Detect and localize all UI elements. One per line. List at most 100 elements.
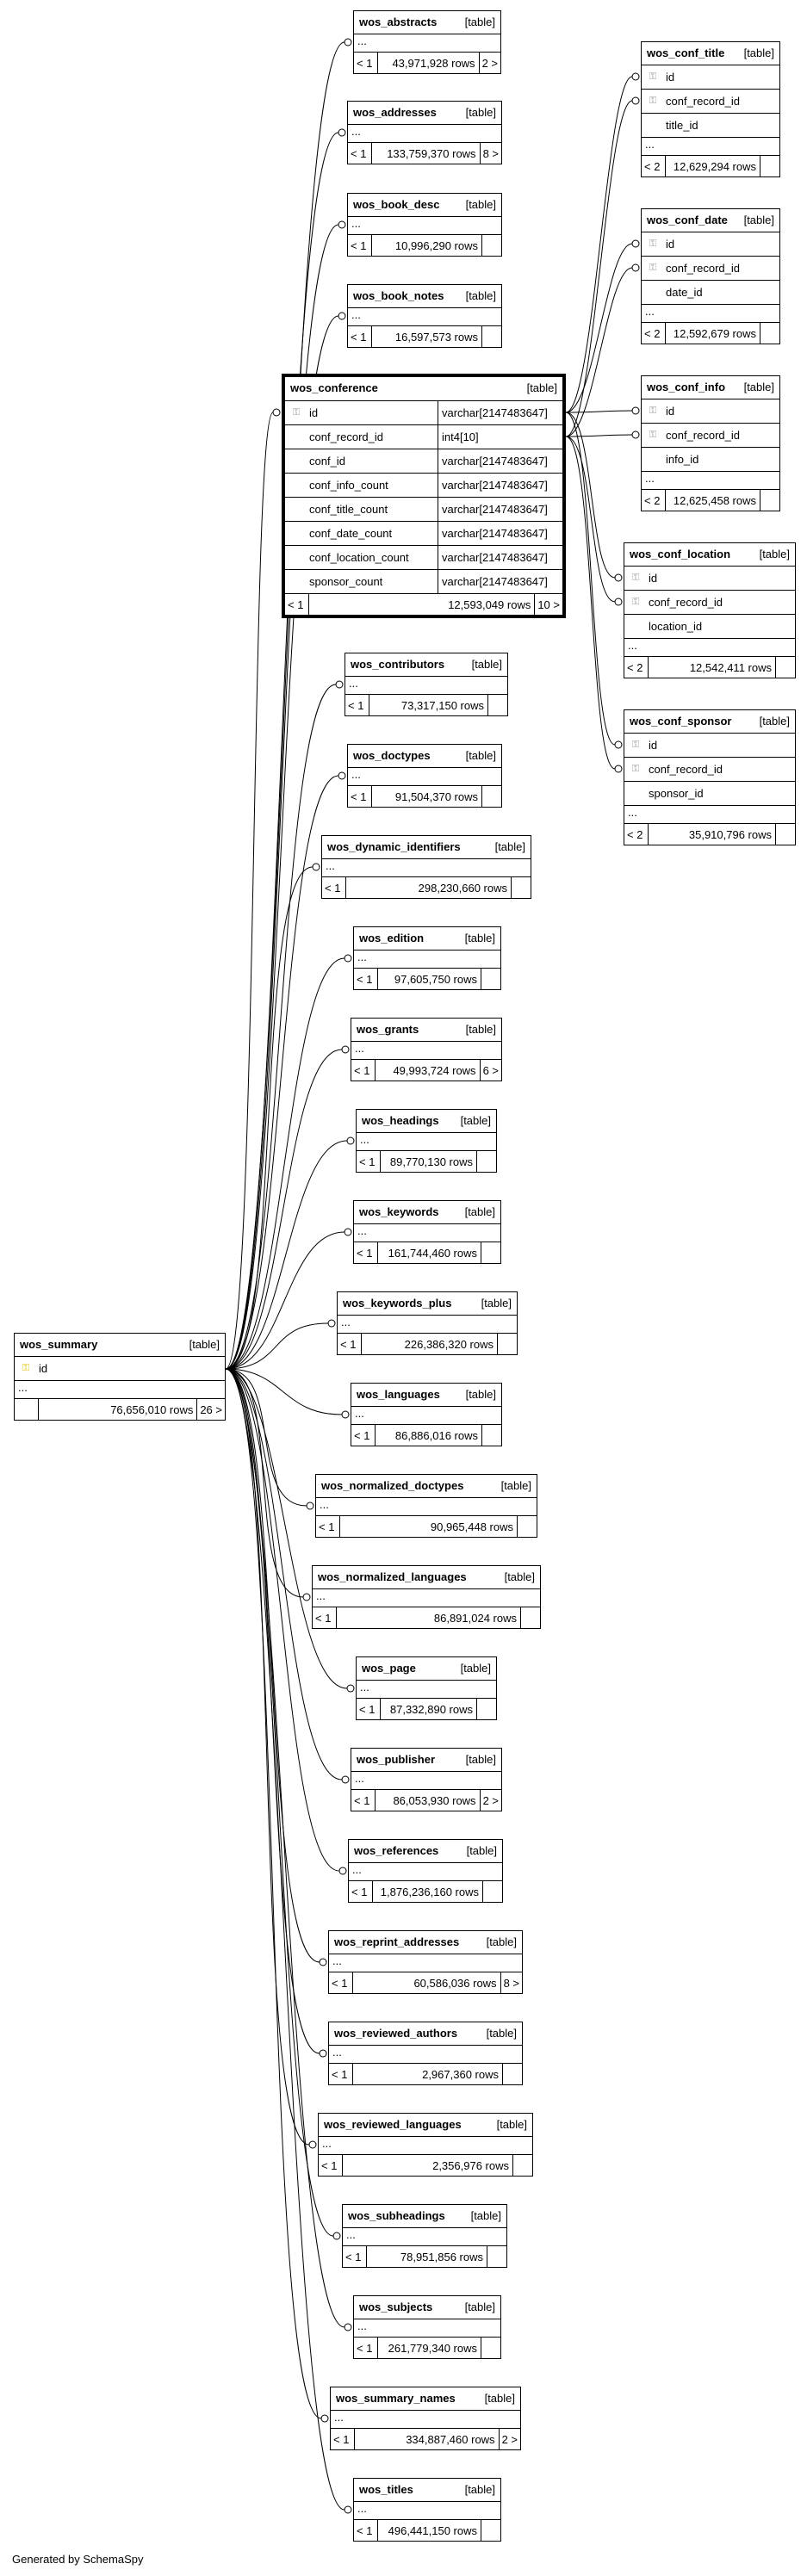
children-count bbox=[482, 235, 501, 256]
column-name: conf_id bbox=[309, 455, 345, 468]
row-count: 16,597,573 rows bbox=[372, 326, 482, 347]
column-row: ⚿conf_record_id bbox=[624, 591, 795, 615]
table-name: wos_references bbox=[354, 1844, 439, 1857]
table-type-label: [table] bbox=[189, 1338, 220, 1351]
more-columns-ellipsis: ... bbox=[642, 305, 779, 323]
column-row: ⚿conf_record_id bbox=[642, 257, 779, 281]
table-header: wos_page[table] bbox=[357, 1657, 496, 1681]
zero-or-many-marker bbox=[312, 863, 320, 871]
table-header: wos_subheadings [table] bbox=[343, 2205, 506, 2228]
column-row: ⚿id bbox=[642, 399, 779, 424]
row-count: 12,592,679 rows bbox=[666, 323, 760, 344]
parents-count: < 1 bbox=[285, 594, 309, 615]
table-type-label: [table] bbox=[470, 2209, 501, 2222]
column-row: location_id bbox=[624, 615, 795, 639]
zero-or-many-marker bbox=[341, 1410, 350, 1419]
table-type-label: [table] bbox=[460, 1662, 491, 1675]
relationship-line bbox=[225, 1368, 348, 1689]
parents-count: < 1 bbox=[313, 1607, 337, 1628]
parents-count: < 1 bbox=[348, 235, 372, 256]
relationship-line bbox=[225, 1322, 329, 1370]
column-row: info_id bbox=[642, 448, 779, 472]
table-type-label: [table] bbox=[486, 2027, 517, 2040]
table-name: wos_normalized_languages bbox=[318, 1570, 467, 1583]
zero-or-many-marker bbox=[338, 312, 346, 320]
more-columns-ellipsis: ... bbox=[15, 1381, 225, 1399]
row-count: 87,332,890 rows bbox=[381, 1699, 477, 1719]
table-header: wos_reviewed_languages[table] bbox=[319, 2114, 532, 2137]
row-count: 2,967,360 rows bbox=[353, 2064, 503, 2084]
table-wos-conf-sponsor[interactable]: wos_conf_sponsor[table]⚿id⚿conf_record_i… bbox=[624, 709, 796, 845]
column-name: id bbox=[649, 739, 658, 752]
column-name: conf_record_id bbox=[666, 95, 740, 108]
table-name: wos_subheadings bbox=[348, 2209, 445, 2222]
table-name: wos_conf_location bbox=[630, 548, 731, 560]
column-type: varchar[2147483647] bbox=[438, 546, 562, 569]
more-columns-ellipsis: ... bbox=[316, 1498, 537, 1516]
more-columns-ellipsis: ... bbox=[343, 2228, 506, 2246]
column-row: ⚿conf_record_id bbox=[642, 424, 779, 448]
table-type-label: [table] bbox=[486, 1935, 517, 1948]
relationship-line bbox=[225, 132, 339, 1370]
more-columns-ellipsis: ... bbox=[351, 1407, 501, 1425]
relationship-line bbox=[565, 243, 633, 413]
row-count: 2,356,976 rows bbox=[343, 2155, 513, 2176]
table-name: wos_contributors bbox=[351, 658, 445, 671]
parents-count: < 1 bbox=[345, 695, 369, 715]
parents-count: < 1 bbox=[348, 786, 372, 807]
relationship-line bbox=[225, 1368, 343, 1780]
row-count: 89,770,130 rows bbox=[381, 1151, 477, 1172]
table-type-label: [table] bbox=[743, 46, 774, 59]
zero-or-many-marker bbox=[320, 2414, 329, 2423]
table-name: wos_summary_names bbox=[336, 2392, 456, 2405]
parents-count: < 1 bbox=[329, 2064, 353, 2084]
column-type: varchar[2147483647] bbox=[438, 522, 562, 545]
table-wos-conf-location[interactable]: wos_conf_location[table]⚿id⚿conf_record_… bbox=[624, 542, 796, 678]
column-name: id bbox=[666, 238, 675, 251]
children-count bbox=[481, 1242, 500, 1263]
table-header: wos_addresses[table] bbox=[348, 102, 501, 125]
parents-count: < 1 bbox=[338, 1334, 362, 1354]
